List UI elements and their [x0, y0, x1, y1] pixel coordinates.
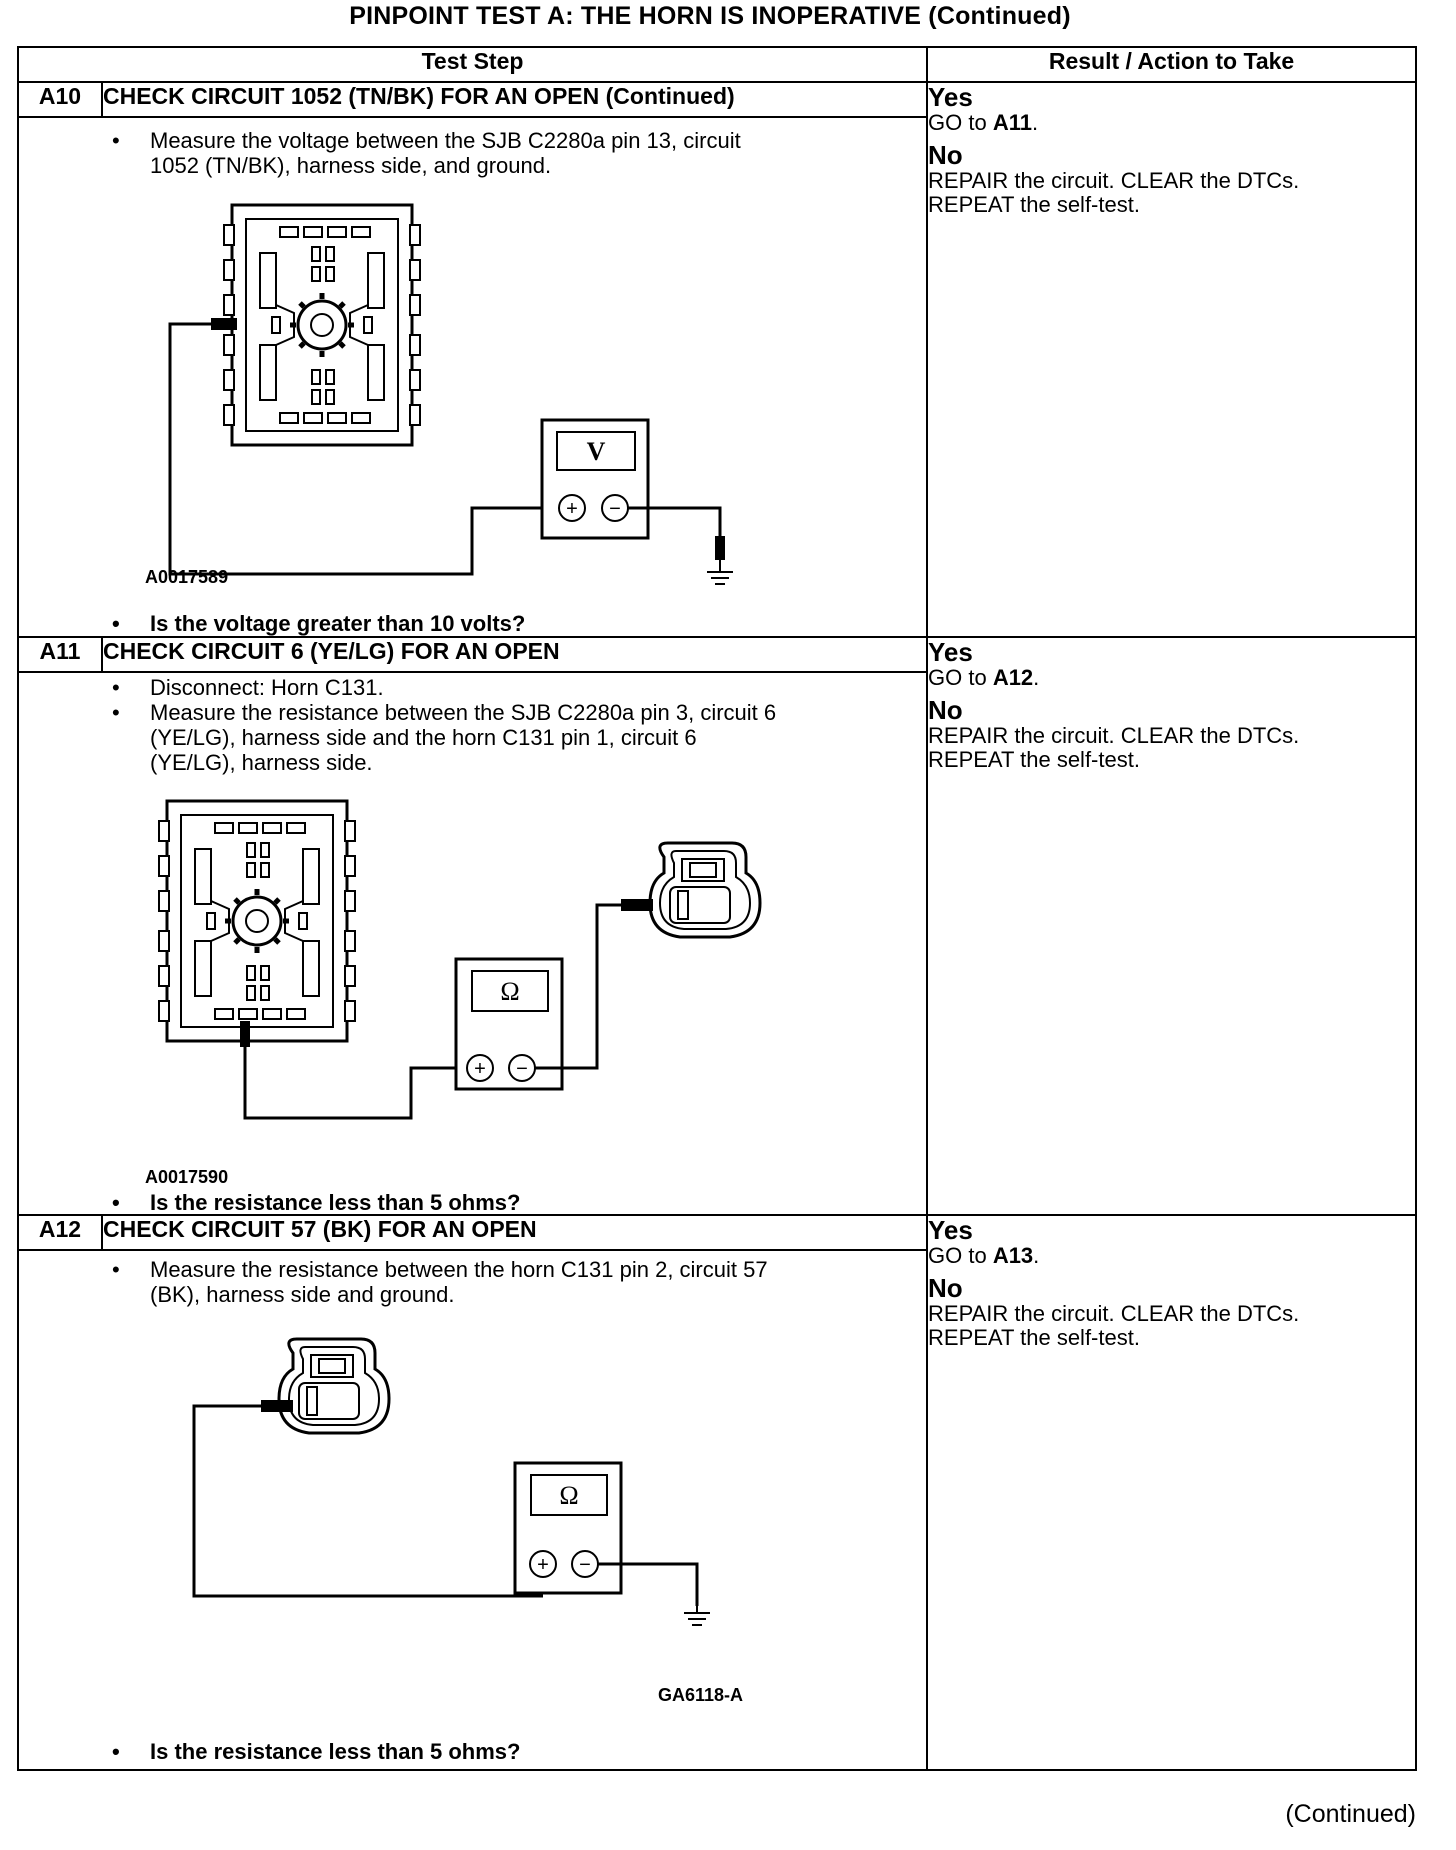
header-result-action: Result / Action to Take — [926, 46, 1418, 83]
result-no-action-line1: REPAIR the circuit. CLEAR the DTCs. — [928, 168, 1300, 193]
wiring-diagram-a10: V + − — [168, 118, 733, 585]
plus-symbol: + — [566, 498, 578, 520]
step-content-a10: • Measure the voltage between the SJB C2… — [16, 116, 929, 638]
minus-symbol: − — [516, 1058, 528, 1080]
result-a12: Yes GO to A13. No REPAIR the circuit. CL… — [926, 1214, 1418, 1771]
step-id-a10: A10 — [17, 81, 103, 118]
step-id-a11: A11 — [17, 636, 103, 673]
result-yes-label: Yes — [928, 1215, 973, 1245]
step-content-a11: •Disconnect: Horn C131. • Measure the re… — [16, 671, 929, 1216]
result-a10: Yes GO to A11. No REPAIR the circuit. CL… — [926, 81, 1418, 638]
figure-id: A0017589 — [145, 567, 229, 587]
step-content-a12: • Measure the resistance between the hor… — [16, 1249, 929, 1771]
wiring-diagram-a12: Ω + − — [192, 1337, 710, 1626]
meter-voltage-symbol: V — [587, 437, 606, 466]
meter-ohm-symbol: Ω — [559, 1481, 578, 1510]
result-no-label: No — [928, 695, 963, 725]
page-title: PINPOINT TEST A: THE HORN IS INOPERATIVE… — [349, 2, 1071, 30]
plus-symbol: + — [474, 1058, 486, 1080]
result-yes-label: Yes — [928, 637, 973, 667]
result-no-label: No — [928, 1273, 963, 1303]
result-no-action-line2: REPEAT the self-test. — [928, 747, 1140, 772]
plus-symbol: + — [537, 1554, 549, 1576]
step-title-a12: CHECK CIRCUIT 57 (BK) FOR AN OPEN — [100, 1214, 929, 1251]
result-a11: Yes GO to A12. No REPAIR the circuit. CL… — [926, 636, 1418, 1216]
result-no-action-line2: REPEAT the self-test. — [928, 1325, 1140, 1350]
figure-id: GA6118-A — [658, 1685, 744, 1705]
result-yes-action: GO to A11. — [928, 110, 1039, 135]
pinpoint-test-table: Test Step Result / Action to Take A10 CH… — [16, 46, 1418, 1771]
ground-symbol — [707, 560, 733, 585]
step-id-a12: A12 — [17, 1214, 103, 1251]
result-yes-label: Yes — [928, 82, 973, 112]
continued-footer: (Continued) — [1285, 1800, 1416, 1828]
minus-symbol: − — [579, 1554, 591, 1576]
ground-symbol — [684, 1606, 710, 1626]
result-no-action-line1: REPAIR the circuit. CLEAR the DTCs. — [928, 1301, 1300, 1326]
result-no-action-line2: REPEAT the self-test. — [928, 192, 1140, 217]
figure-id: A0017590 — [145, 1167, 229, 1187]
result-no-action-line1: REPAIR the circuit. CLEAR the DTCs. — [928, 723, 1300, 748]
step-title-a11: CHECK CIRCUIT 6 (YE/LG) FOR AN OPEN — [100, 636, 929, 673]
result-yes-action: GO to A13. — [928, 1243, 1040, 1268]
wiring-diagram-a11: Ω + − — [19, 673, 762, 1120]
meter-ohm-symbol: Ω — [500, 977, 519, 1006]
minus-symbol: − — [609, 498, 621, 520]
result-yes-action: GO to A12. — [928, 665, 1040, 690]
result-no-label: No — [928, 140, 963, 170]
step-title-a10: CHECK CIRCUIT 1052 (TN/BK) FOR AN OPEN (… — [100, 81, 929, 118]
header-test-step: Test Step — [16, 46, 929, 83]
